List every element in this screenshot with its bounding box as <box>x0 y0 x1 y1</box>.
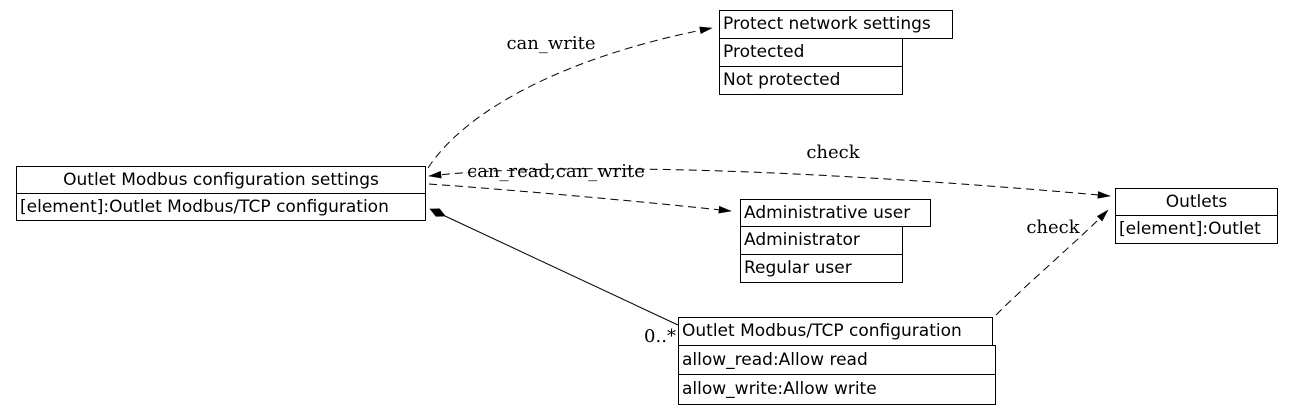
edge-label-can-write: can_write <box>506 33 596 54</box>
edge-label-check-top: check <box>806 142 860 163</box>
node-outlets-row: [element]:Outlet <box>1115 215 1278 244</box>
node-modbus-row: allow_read:Allow read <box>678 345 996 375</box>
edge-can-write <box>427 26 713 169</box>
node-admin-row: Administrator <box>740 226 903 255</box>
edge-label-check-bottom: check <box>1026 217 1080 238</box>
edge-check-settings-outlets <box>428 168 1111 199</box>
edge-check-configuration-outlets <box>995 209 1109 316</box>
node-protect-row: Not protected <box>719 66 903 95</box>
node-settings-row: [element]:Outlet Modbus/TCP configuratio… <box>16 193 426 221</box>
node-protect-row: Protected <box>719 38 903 67</box>
node-settings-title: Outlet Modbus configuration settings <box>16 166 426 194</box>
edge-composition-configuration <box>429 208 679 326</box>
node-modbus-title: Outlet Modbus/TCP configuration <box>678 317 993 346</box>
node-admin-row: Regular user <box>740 254 903 283</box>
node-outlets-title: Outlets <box>1115 188 1278 216</box>
edge-label-can-read-can-write: can_read,can_write <box>467 161 645 182</box>
node-protect-title: Protect network settings <box>719 10 953 39</box>
node-modbus-row: allow_write:Allow write <box>678 374 996 405</box>
edge-label-multiplicity: 0..* <box>644 326 676 347</box>
edge-can-read-can-write <box>428 183 732 214</box>
node-admin-title: Administrative user <box>740 199 931 227</box>
